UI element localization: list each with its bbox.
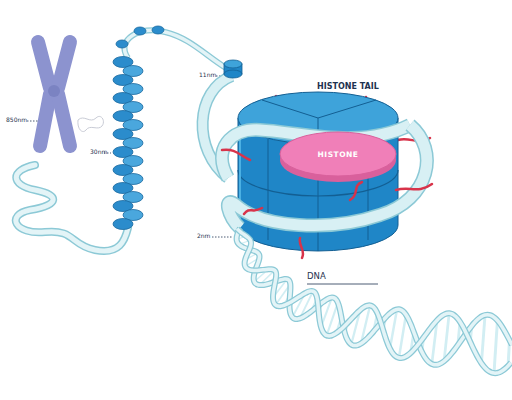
base-pair	[494, 320, 497, 373]
dimension-label: 2nm	[197, 233, 210, 240]
beads-fiber	[124, 30, 226, 68]
helix-strand	[237, 229, 511, 374]
coil-bead	[113, 219, 133, 230]
dna-wrap	[222, 125, 427, 228]
centromere	[48, 85, 60, 97]
chromosome	[38, 42, 70, 146]
loop-fiber	[16, 165, 128, 251]
base-pair	[399, 315, 406, 358]
base-pair	[481, 315, 485, 363]
nucleosome-bead	[116, 26, 164, 48]
node-label: HISTONE	[279, 128, 397, 159]
dna-double-helix	[237, 228, 512, 373]
leader-line	[212, 237, 232, 238]
dimension-label: 11nm	[199, 72, 216, 79]
dimension-label: 850nm	[6, 117, 27, 124]
chromatin-squiggle	[78, 116, 104, 131]
part-label: HISTONE TAIL	[317, 83, 379, 92]
histone-core: HISTONE	[279, 128, 397, 184]
solenoid-fiber	[113, 57, 143, 230]
part-label: DNA	[307, 272, 326, 281]
leader-line	[27, 121, 39, 122]
underline	[307, 284, 378, 285]
dimension-label: 30nm	[90, 149, 107, 156]
helix-strand	[237, 229, 511, 374]
nucleosome-bead	[224, 60, 242, 78]
